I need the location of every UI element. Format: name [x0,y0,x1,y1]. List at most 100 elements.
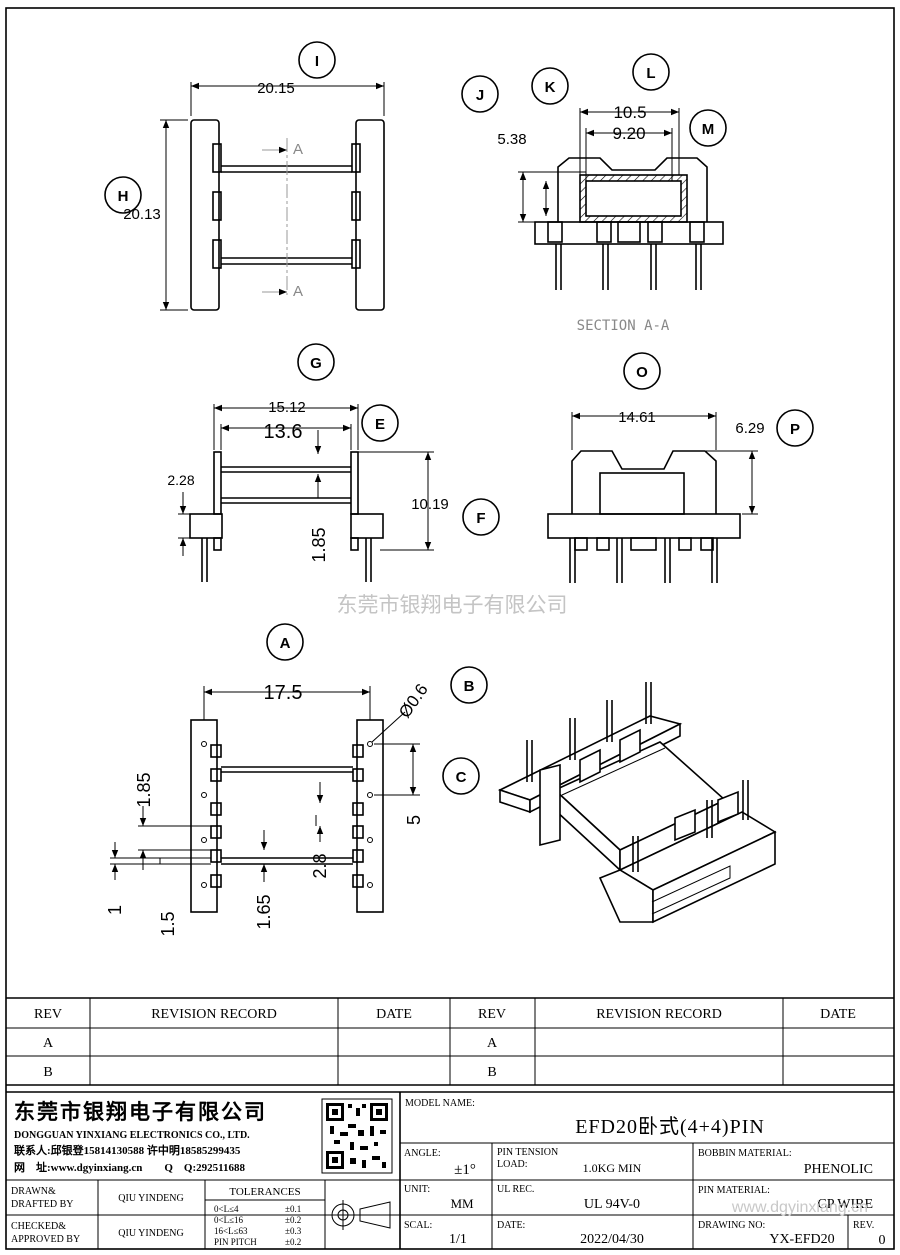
dim-section-outer: 10.5 [613,103,646,122]
tol-range-1: 0<L≤4 [214,1204,239,1214]
callout-f: F [462,498,500,536]
scale-value: 1/1 [449,1232,467,1247]
load-value: 1.0KG MIN [583,1161,642,1175]
drawn-label-2: DRAFTED BY [11,1199,74,1210]
dim-side-pin-offset: 2.28 [167,472,194,488]
callout-i: I [298,41,336,79]
rev-header-5: REVISION RECORD [596,1007,722,1022]
outer-border [5,7,895,1250]
callout-e: E [361,404,399,442]
drawing-no-value: YX-EFD20 [769,1232,834,1247]
callout-j: J [461,75,499,113]
dim-bottom-f: 1.65 [254,894,274,929]
callout-b: B [450,666,488,704]
dim-bottom-b: 5 [404,815,424,825]
dim-top-height: 20.13 [123,206,161,223]
side-view: 15.12 13.6 10.19 1.85 2.28 [167,399,449,582]
watermark-company: 东莞市银翔电子有限公司 [337,594,568,617]
drawn-by: QIU YINDENG [118,1193,183,1204]
callout-m: M [689,109,727,147]
front-view: 14.61 6.29 [547,409,765,583]
callout-p: P [776,409,814,447]
callout-c: C [442,757,480,795]
svg-text:K: K [545,79,556,96]
tol-value-3: ±0.3 [285,1226,302,1236]
tol-range-3: 16<L≤63 [214,1226,248,1236]
unit-label: UNIT: [404,1184,430,1195]
ul-label: UL REC. [497,1184,534,1195]
tol-range-2: 0<L≤16 [214,1215,244,1225]
rev-label: REV. [853,1220,874,1231]
rev-row-b-right: B [487,1065,496,1080]
svg-text:A: A [280,635,291,652]
title-block: 东莞市银翔电子有限公司 DONGGUAN YINXIANG ELECTRONIC… [6,1091,894,1249]
callout-h: H [104,176,142,214]
qr-code [321,1098,393,1174]
ul-value: UL 94V-0 [584,1197,640,1212]
date-value: 2022/04/30 [580,1232,644,1247]
rev-header-3: DATE [376,1007,412,1022]
bobbin-label: BOBBIN MATERIAL: [698,1148,792,1159]
angle-label: ANGLE: [404,1148,441,1159]
dim-bottom-width: 17.5 [264,682,303,704]
svg-text:F: F [476,510,485,527]
unit-value: MM [450,1196,474,1211]
callout-o: O [623,352,661,390]
tol-value-4: ±0.2 [285,1237,301,1247]
isometric-view [497,682,777,924]
date-label: DATE: [497,1220,525,1231]
dim-bottom-a: 1.85 [134,772,154,807]
model-name: EFD20卧式(4+4)PIN [575,1115,765,1138]
model-label: MODEL NAME: [405,1098,475,1109]
company-web: 网 址:www.dgyinxiang.cn Q Q:292511688 [14,1160,246,1174]
drawing-no-label: DRAWING NO: [698,1220,765,1231]
checked-by: QIU YINDENG [118,1228,183,1239]
dim-side-flange: 1.85 [309,527,329,562]
tolerances-title: TOLERANCES [229,1186,300,1198]
bobbin-value: PHENOLIC [804,1162,873,1177]
callout-g: G [297,343,335,381]
callout-l: L [632,53,670,91]
dim-section-height: 5.38 [497,131,526,148]
svg-text:P: P [790,421,800,438]
top-view: A A 20.15 20.13 [123,80,385,311]
svg-text:H: H [118,188,129,205]
projection-symbol-icon [328,1200,391,1230]
section-mark-top: A [293,141,303,158]
rev-row-a-left: A [43,1036,54,1051]
rev-row-a-right: A [487,1036,498,1051]
company-name-en: DONGGUAN YINXIANG ELECTRONICS CO., LTD. [14,1130,250,1141]
svg-text:O: O [636,364,648,381]
dim-bottom-d: 1 [105,905,125,915]
rev-header-4: REV [478,1007,506,1022]
checked-label-2: APPROVED BY [11,1234,80,1245]
section-view: 10.5 9.20 5.38 SECTION A-A [497,103,724,334]
pin-tension-label: PIN TENSION [497,1147,558,1158]
svg-text:M: M [702,121,715,138]
svg-text:E: E [375,416,385,433]
pin-material-value: CP WIRE [817,1197,873,1212]
section-label: SECTION A-A [577,318,670,334]
dim-side-inner: 13.6 [264,421,303,443]
dim-side-outer: 15.12 [268,399,306,416]
section-mark-bottom: A [293,283,303,300]
rev-header-2: REVISION RECORD [151,1007,277,1022]
scale-label: SCAL: [404,1220,432,1231]
pin-material-label: PIN MATERIAL: [698,1185,770,1196]
rev-value: 0 [879,1233,886,1248]
dim-bottom-e: 1.5 [158,911,178,936]
tol-value-1: ±0.1 [285,1204,301,1214]
svg-text:B: B [464,678,475,695]
dim-pin-dia: Ø0.6 [395,680,432,721]
watermark-url: www.dgyinxiang.cn [731,1199,868,1216]
svg-text:G: G [310,355,322,372]
svg-text:J: J [476,87,484,104]
rev-row-b-left: B [43,1065,52,1080]
drawn-label-1: DRAWN& [11,1186,56,1197]
load-label: LOAD: [497,1159,528,1170]
company-name-cn: 东莞市银翔电子有限公司 [14,1100,267,1124]
rev-header-6: DATE [820,1007,856,1022]
bottom-view: 17.5 Ø0.6 5 1.85 1 1.5 1.65 2.8 [105,680,432,936]
callout-a: A [266,623,304,661]
